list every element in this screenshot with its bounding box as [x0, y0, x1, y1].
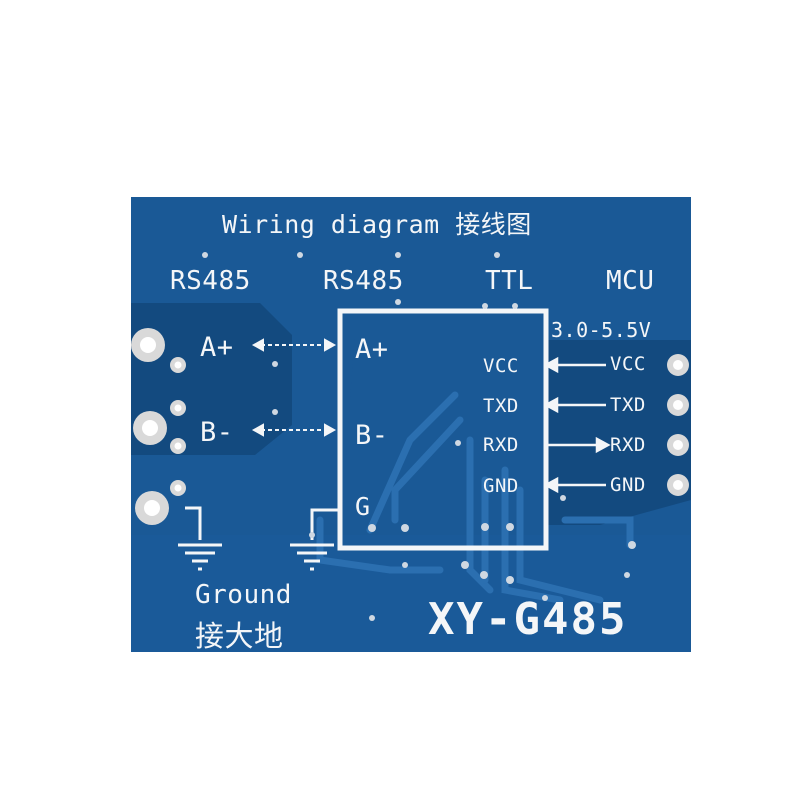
ttl-pin-rxd: RXD — [483, 434, 519, 456]
model-number: XY-G485 — [428, 594, 628, 645]
header-rs485-right: RS485 — [323, 266, 404, 296]
module-label-b-minus: B- — [355, 420, 389, 451]
terminal-pads-left — [131, 328, 186, 525]
copper-pour-bottom — [131, 535, 690, 652]
copper-pour-left — [131, 303, 292, 455]
ground-symbol-left — [178, 506, 222, 571]
header-rs485-left: RS485 — [170, 266, 251, 296]
header-mcu: MCU — [606, 266, 655, 296]
rs485-arrows — [251, 338, 337, 437]
mcu-pin-vcc: VCC — [610, 353, 646, 375]
vias — [202, 252, 636, 621]
label-b-minus: B- — [200, 417, 234, 448]
pcb-traces — [316, 391, 634, 604]
ttl-mcu-arrows — [543, 356, 611, 494]
label-a-plus: A+ — [200, 332, 234, 363]
module-label-a-plus: A+ — [355, 334, 389, 365]
module-outline — [337, 308, 549, 551]
ground-symbol-right — [290, 508, 340, 571]
header-ttl: TTL — [485, 266, 534, 296]
header-pads-right — [667, 354, 689, 496]
ground-label-cn: 接大地 — [195, 619, 284, 653]
mcu-pin-rxd: RXD — [610, 434, 646, 456]
mcu-pin-gnd: GND — [610, 474, 646, 496]
board-title: Wiring diagram 接线图 — [222, 210, 532, 239]
mcu-pin-txd: TXD — [610, 394, 646, 416]
copper-pour-right — [545, 340, 691, 525]
module-label-g: G — [355, 492, 371, 521]
ttl-pin-vcc: VCC — [483, 355, 519, 377]
ttl-pin-gnd: GND — [483, 475, 519, 497]
ground-label: Ground — [195, 580, 292, 610]
ttl-pin-txd: TXD — [483, 395, 519, 417]
voltage-label: 3.0-5.5V — [551, 318, 652, 342]
